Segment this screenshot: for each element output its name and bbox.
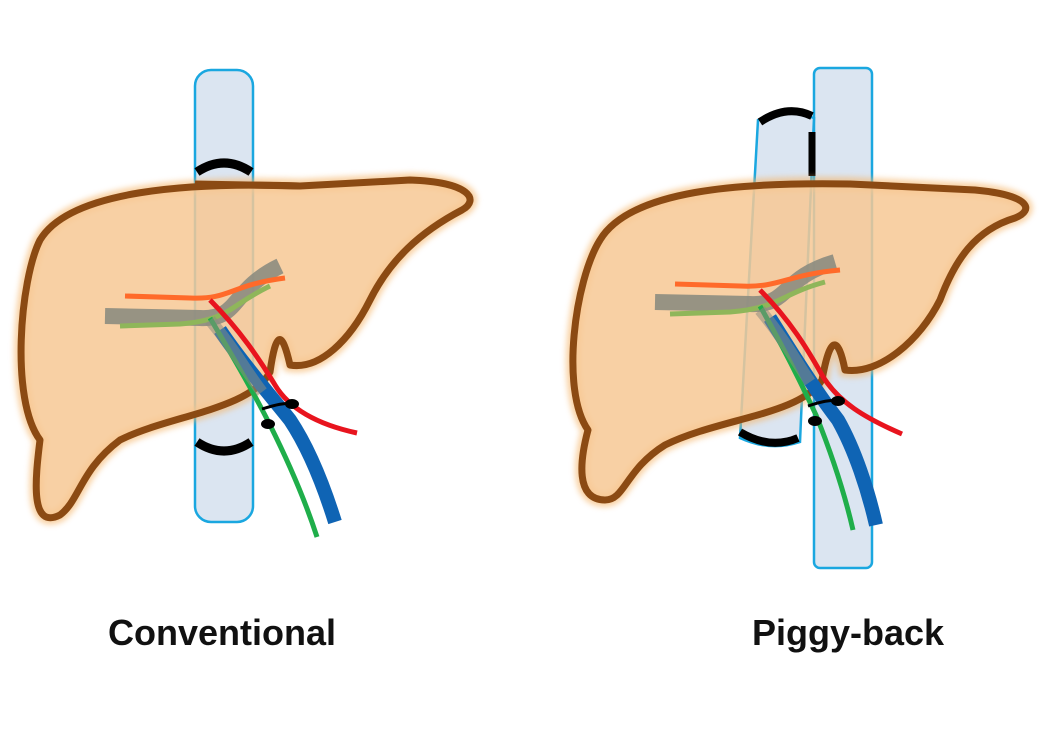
donor-cava-ligated-bottom [737, 428, 800, 447]
hepatic-artery [758, 288, 903, 437]
bile-duct-anastomosis [808, 416, 822, 426]
infrahepatic-caval-anastomosis [194, 438, 254, 456]
hepatic-artery [208, 298, 358, 436]
caption-piggyback: Piggy-back [752, 612, 945, 653]
artery-intrahepatic [124, 275, 286, 301]
caption-conventional: Conventional [108, 612, 337, 653]
donor-cava-ligated-top [757, 107, 814, 126]
suprahepatic-caval-anastomosis [194, 158, 254, 176]
artery-intrahepatic [674, 267, 841, 289]
bile-duct-intrahepatic [669, 279, 826, 317]
conventional-diagram [14, 68, 477, 538]
liver-graft [17, 176, 474, 521]
bile-duct-anastomosis [261, 419, 275, 429]
bile-duct-intrahepatic [119, 283, 272, 329]
piggyback-diagram [565, 66, 1033, 570]
portal-vein-intrahepatic [654, 254, 838, 313]
